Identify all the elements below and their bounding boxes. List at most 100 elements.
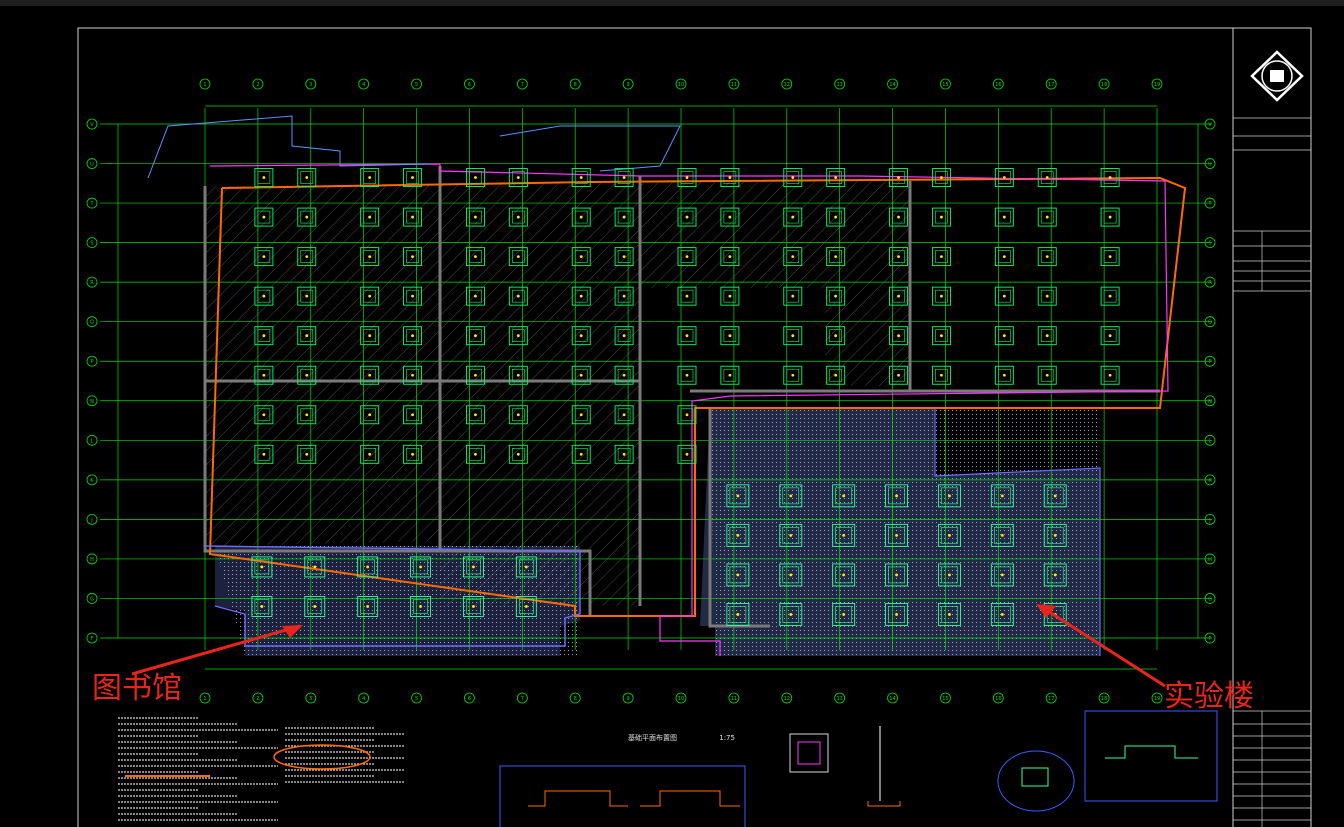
pile-center bbox=[728, 215, 732, 219]
pile-cap-inner bbox=[829, 368, 842, 382]
pile-cap-inner bbox=[413, 559, 428, 575]
pile-center bbox=[685, 452, 689, 456]
pile-cap bbox=[832, 563, 856, 587]
pile-center bbox=[368, 215, 372, 219]
axis-bubble-bottom bbox=[358, 692, 370, 704]
pile-cap bbox=[937, 603, 961, 626]
pile-cap-inner bbox=[360, 559, 375, 575]
pile-cap bbox=[783, 207, 803, 227]
axis-bubble-left bbox=[86, 593, 98, 604]
pile-center bbox=[579, 413, 583, 417]
pile-cap-inner bbox=[680, 368, 694, 382]
axis-bubble-top bbox=[1098, 78, 1110, 90]
pile-center bbox=[516, 255, 520, 259]
pile-cap-inner bbox=[257, 210, 271, 224]
pile-center bbox=[524, 565, 528, 569]
pile-cap-inner bbox=[941, 527, 958, 544]
pile-cap-inner bbox=[1040, 250, 1054, 263]
pile-cap-inner bbox=[892, 289, 905, 303]
pile-center bbox=[728, 294, 732, 298]
pile-center bbox=[305, 294, 309, 298]
pile-cap-inner bbox=[723, 171, 737, 184]
pile-center bbox=[791, 176, 795, 179]
pile-center bbox=[728, 373, 732, 377]
axis-label-top: 15 bbox=[942, 82, 948, 88]
pile-cap bbox=[360, 207, 380, 227]
pile-cap bbox=[1100, 168, 1120, 187]
pile-cap-inner bbox=[307, 559, 323, 575]
axis-label-right: S bbox=[1208, 241, 1211, 247]
axis-label-left: R bbox=[90, 280, 94, 286]
axis-bubble-top bbox=[305, 78, 317, 90]
pile-cap bbox=[515, 556, 537, 578]
pile-cap bbox=[889, 207, 909, 227]
pile-center bbox=[1053, 494, 1057, 498]
pile-center bbox=[262, 176, 266, 179]
pile-center bbox=[789, 613, 793, 616]
pile-cap-inner bbox=[941, 566, 958, 584]
pile-cap bbox=[832, 523, 856, 547]
pile-center bbox=[728, 176, 732, 179]
pile-center bbox=[1045, 255, 1049, 259]
axis-label-right: G bbox=[1208, 596, 1212, 602]
pile-cap-inner bbox=[617, 210, 631, 224]
pile-cap bbox=[571, 405, 591, 425]
axis-bubble-bottom bbox=[887, 692, 898, 704]
pile-cap bbox=[885, 563, 909, 587]
pile-cap-inner bbox=[1103, 368, 1117, 382]
pile-cap-inner bbox=[466, 559, 481, 575]
detail-box-right bbox=[1084, 710, 1218, 802]
pile-cap bbox=[357, 556, 379, 578]
axis-bubble-left bbox=[86, 474, 98, 486]
pile-center bbox=[411, 373, 414, 377]
pile-cap bbox=[677, 286, 697, 306]
pile-cap-inner bbox=[829, 250, 842, 263]
pile-cap bbox=[779, 563, 803, 587]
pile-center bbox=[622, 334, 626, 338]
pile-center bbox=[834, 294, 838, 298]
pile-center bbox=[1053, 573, 1057, 577]
pile-center bbox=[791, 255, 795, 259]
pile-cap-inner bbox=[998, 289, 1011, 303]
axis-label-bottom: 12 bbox=[784, 696, 790, 702]
axis-label-top: 5 bbox=[415, 82, 418, 88]
pile-cap-inner bbox=[406, 329, 419, 342]
pile-cap bbox=[677, 365, 697, 385]
pile-cap bbox=[931, 286, 951, 306]
pile-cap bbox=[403, 286, 423, 306]
axis-bubble-bottom bbox=[675, 692, 687, 704]
pile-cap bbox=[1100, 286, 1120, 306]
pile-cap-inner bbox=[1046, 566, 1064, 584]
cad-drawing[interactable]: 1122334455667788991010111112121313141415… bbox=[0, 6, 1344, 827]
axis-label-bottom: 6 bbox=[468, 696, 471, 702]
axis-bubble-right bbox=[1204, 593, 1216, 604]
pile-cap-inner bbox=[935, 171, 948, 184]
axis-bubble-left bbox=[86, 158, 98, 169]
pile-cap-inner bbox=[935, 329, 948, 342]
pile-cap-inner bbox=[723, 210, 737, 224]
axis-bubble-bottom bbox=[1098, 692, 1110, 704]
pile-center bbox=[262, 215, 266, 219]
pile-center bbox=[579, 334, 583, 338]
pile-cap-inner bbox=[617, 329, 631, 342]
pile-cap-inner bbox=[512, 210, 525, 224]
logo-circle bbox=[1261, 60, 1293, 92]
pile-cap bbox=[465, 286, 485, 306]
pile-cap bbox=[677, 168, 697, 187]
pile-cap-inner bbox=[363, 408, 376, 422]
pile-center bbox=[411, 215, 414, 219]
pile-cap-inner bbox=[469, 448, 482, 461]
pile-center bbox=[305, 452, 309, 456]
library-dots bbox=[215, 546, 580, 656]
lab-arrow bbox=[1039, 604, 1166, 688]
pile-cap bbox=[937, 484, 961, 508]
pile-cap bbox=[254, 286, 274, 306]
axis-bubble-top bbox=[992, 78, 1004, 90]
pile-cap bbox=[889, 286, 909, 306]
pile-cap bbox=[990, 484, 1014, 508]
pile-cap-inner bbox=[782, 606, 800, 623]
pile-cap-inner bbox=[729, 606, 747, 623]
pile-cap-inner bbox=[941, 487, 958, 505]
axis-label-bottom: 13 bbox=[836, 696, 842, 702]
